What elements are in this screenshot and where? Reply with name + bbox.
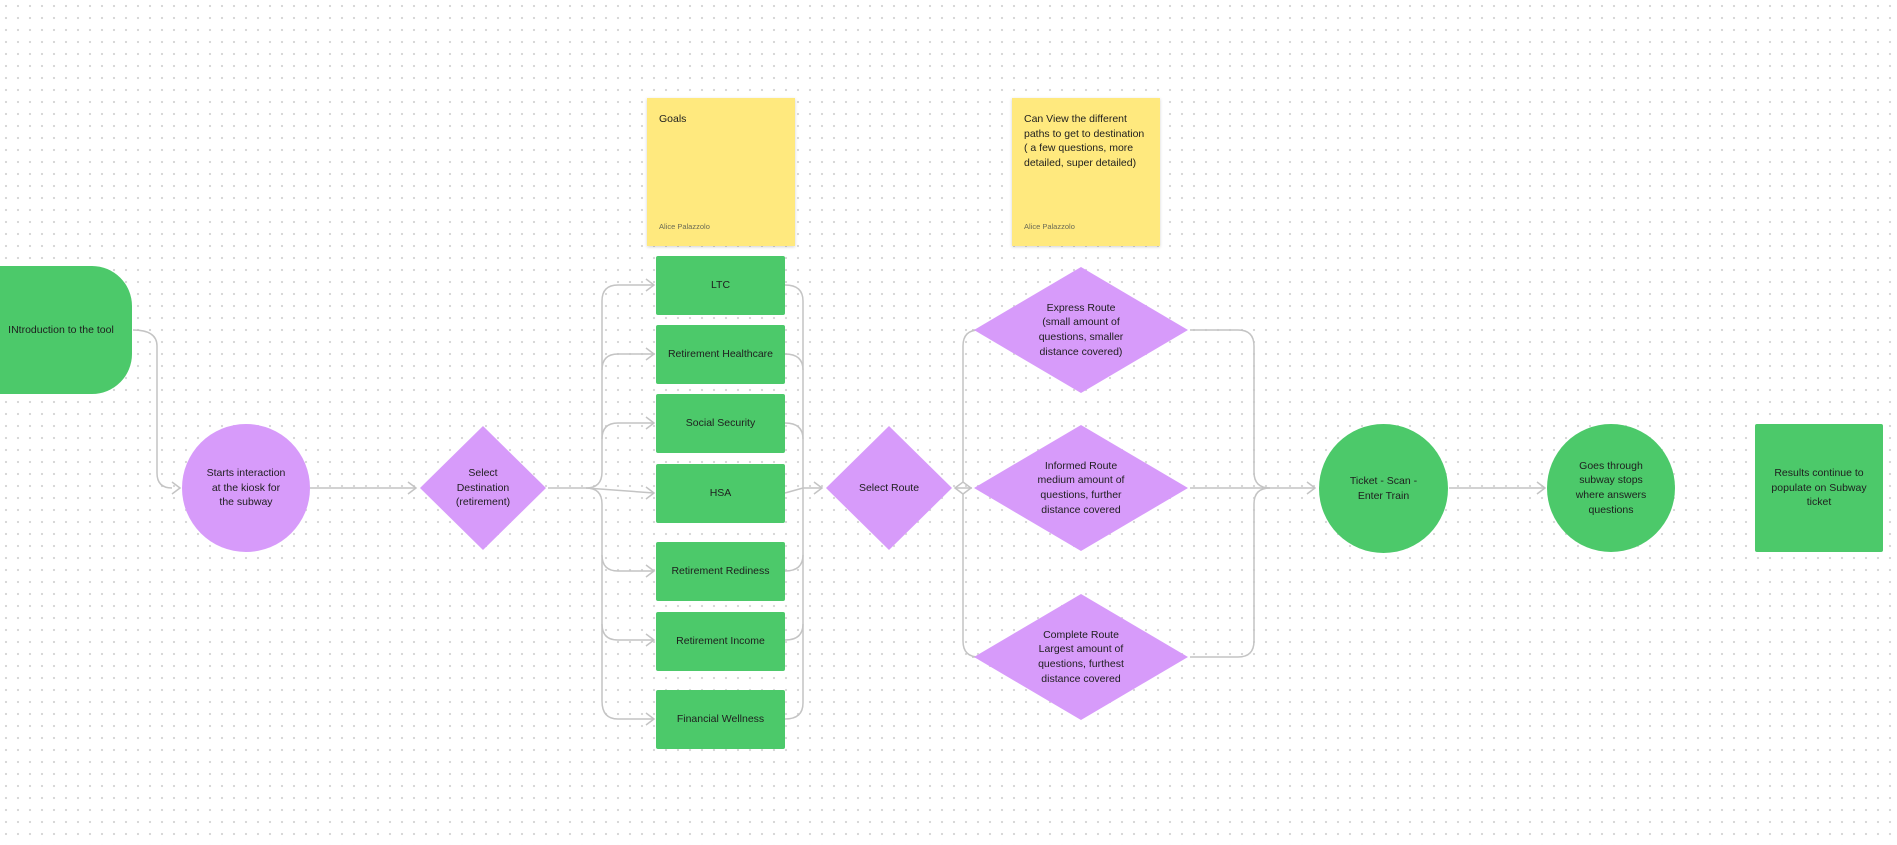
arrowhead [645, 278, 656, 292]
select-route-diamond[interactable]: Select Route [824, 424, 954, 552]
sticky-note-author: Alice Palazzolo [1024, 221, 1075, 231]
destination-label: HSA [709, 487, 732, 500]
results-node[interactable]: Results continue to populate on Subway t… [1755, 424, 1883, 552]
ticket-node-label: Ticket - Scan - Enter Train [1349, 474, 1418, 502]
connector-destinations-fanin [784, 284, 804, 720]
destination-retirement-healthcare[interactable]: Retirement Healthcare [656, 325, 785, 384]
connector-routes-fanin [1190, 329, 1271, 489]
destination-label: LTC [710, 279, 731, 292]
destination-label: Financial Wellness [676, 713, 765, 726]
subway-stops-node[interactable]: Goes through subway stops where answers … [1547, 424, 1675, 552]
destination-financial-wellness[interactable]: Financial Wellness [656, 690, 785, 749]
arrowhead [645, 347, 656, 361]
ticket-node[interactable]: Ticket - Scan - Enter Train [1319, 424, 1448, 553]
arrowhead [645, 633, 656, 647]
arrowhead [1536, 481, 1547, 495]
select-destination-diamond[interactable]: Select Destination (retirement) [418, 424, 548, 552]
route-informed-label: Informed Route medium amount of question… [1037, 459, 1125, 516]
destination-ltc[interactable]: LTC [656, 256, 785, 315]
sticky-note-text: Can View the different paths to get to d… [1024, 113, 1145, 170]
start-node[interactable]: Starts interaction at the kiosk for the … [182, 424, 310, 552]
arrowhead [645, 416, 656, 430]
diamond-shape [826, 426, 952, 550]
arrowhead [645, 712, 656, 726]
arrowhead [407, 481, 418, 495]
destination-hsa[interactable]: HSA [656, 464, 785, 523]
arrowhead [645, 564, 656, 578]
destination-label: Retirement Income [676, 635, 765, 648]
sticky-note-goals[interactable]: Goals Alice Palazzolo [647, 98, 795, 246]
sticky-note-paths[interactable]: Can View the different paths to get to d… [1012, 98, 1160, 246]
results-node-label: Results continue to populate on Subway t… [1771, 466, 1867, 509]
sticky-note-text: Goals [659, 113, 687, 125]
route-express-diamond[interactable]: Express Route (small amount of questions… [972, 265, 1190, 395]
intro-node-label: INtroduction to the tool [8, 323, 114, 336]
route-informed-diamond[interactable]: Informed Route medium amount of question… [972, 423, 1190, 553]
connector-intro-to-start [132, 329, 173, 489]
intro-node[interactable]: INtroduction to the tool [0, 266, 132, 394]
arrowhead [1306, 481, 1317, 495]
destination-retirement-income[interactable]: Retirement Income [656, 612, 785, 671]
connector-destination-fanout [548, 284, 654, 489]
destination-retirement-rediness[interactable]: Retirement Rediness [656, 542, 785, 601]
diamond-shape [420, 426, 546, 550]
arrowhead [813, 481, 824, 495]
select-destination-label: Select Destination (retirement) [455, 466, 511, 509]
destination-label: Social Security [685, 417, 756, 430]
diamond-shape [974, 267, 1188, 393]
route-complete-diamond[interactable]: Complete Route Largest amount of questio… [972, 592, 1190, 722]
route-express-label: Express Route (small amount of questions… [1038, 301, 1124, 358]
select-route-label: Select Route [858, 481, 920, 494]
sticky-note-author: Alice Palazzolo [659, 221, 710, 231]
diamond-shape [974, 594, 1188, 720]
start-node-label: Starts interaction at the kiosk for the … [206, 466, 286, 509]
destination-label: Retirement Healthcare [667, 348, 774, 361]
arrowhead [171, 481, 182, 495]
destination-label: Retirement Rediness [671, 565, 770, 578]
diamond-shape [974, 425, 1188, 551]
route-complete-label: Complete Route Largest amount of questio… [1038, 628, 1124, 685]
subway-stops-label: Goes through subway stops where answers … [1575, 459, 1647, 516]
arrowhead [645, 486, 656, 500]
destination-social-security[interactable]: Social Security [656, 394, 785, 453]
